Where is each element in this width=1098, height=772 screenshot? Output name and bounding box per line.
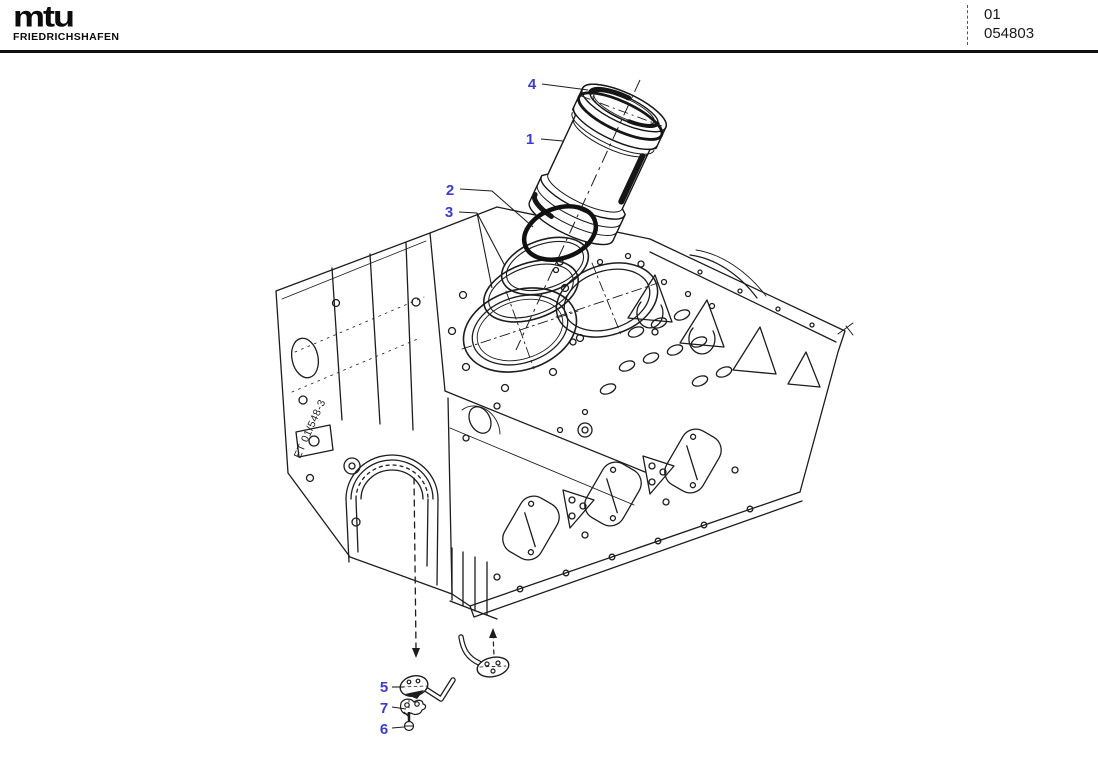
brand-logo-subtext: FRIEDRICHSHAFEN <box>13 31 120 43</box>
side-window-openings <box>502 428 722 561</box>
callout-2[interactable]: 2 <box>446 182 454 199</box>
callout-4[interactable]: 4 <box>528 76 537 93</box>
installed-spray-nozzle <box>458 628 510 678</box>
sheet-number: 01 <box>984 6 1001 23</box>
deck-water-holes <box>552 239 815 434</box>
callout-7[interactable]: 7 <box>380 700 388 717</box>
sheet-info: 01 054803 <box>984 5 1034 43</box>
callout-6[interactable]: 6 <box>380 721 388 738</box>
sealing-ring-top <box>577 91 664 141</box>
document-number: 054803 <box>984 25 1035 42</box>
screw-part <box>403 700 415 732</box>
callout-5[interactable]: 5 <box>380 679 388 696</box>
right-bank-trusses <box>627 274 821 388</box>
pan-rail-bolts <box>493 466 754 593</box>
o-ring-part <box>521 204 599 262</box>
header-divider <box>967 5 968 45</box>
drawing-ref-code: ET 01/548-3 <box>292 398 329 461</box>
brand-logo-text: mtu <box>13 0 75 34</box>
engine-block <box>275 206 854 658</box>
retaining-clamp-part <box>400 698 427 718</box>
leader-lines <box>391 83 589 729</box>
crankshaft-arch <box>345 454 439 586</box>
page-header: mtu FRIEDRICHSHAFEN 01 054803 <box>0 0 1098 53</box>
brand-logo: mtu FRIEDRICHSHAFEN <box>13 2 119 43</box>
callout-1[interactable]: 1 <box>526 131 534 148</box>
spray-nozzle-part <box>399 675 456 702</box>
centerlines <box>515 79 663 351</box>
seal-rings-part <box>482 236 590 323</box>
callout-3[interactable]: 3 <box>445 204 453 221</box>
